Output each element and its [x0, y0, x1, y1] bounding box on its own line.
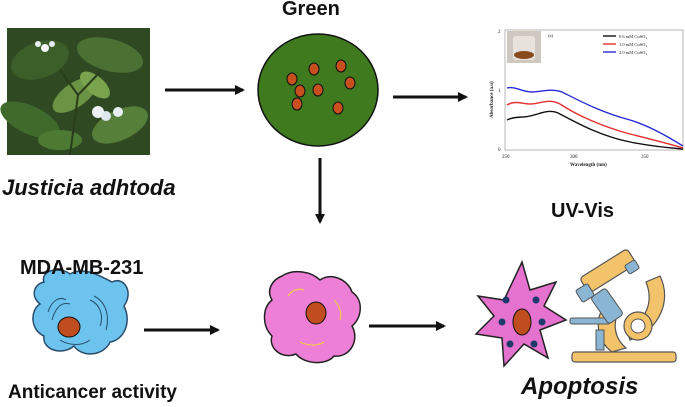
y-axis-label: Absorbance (a.u): [490, 81, 495, 118]
plant-photo: [0, 28, 150, 156]
y-tick-1: 1: [498, 89, 501, 94]
cell-line-label: MDA-MB-231: [20, 257, 144, 279]
x-tick-250: 250: [502, 155, 510, 160]
legend-item-0: 0.6 mM CuSO₄: [619, 34, 647, 39]
green-label: Green: [282, 0, 340, 20]
treated-cell: [263, 270, 361, 364]
y-tick-0: 0: [498, 148, 501, 153]
uvvis-chart: 0.6 mM CuSO₄ 1.0 mM CuSO₄ 2.0 mM CuSO₄ (…: [490, 29, 684, 168]
apoptotic-cell: [474, 259, 568, 368]
green-synthesis-circle: [257, 33, 379, 147]
panel-label: (a): [548, 33, 553, 38]
x-tick-350: 350: [641, 155, 649, 160]
series-2.0mm-line: [506, 86, 684, 147]
legend-item-2: 2.0 mM CuSO₄: [619, 50, 647, 55]
y-tick-2: 2: [498, 30, 501, 35]
series-0.6mm-line: [506, 110, 684, 150]
legend-item-1: 1.0 mM CuSO₄: [619, 42, 647, 47]
series-1.0mm-line: [506, 100, 684, 149]
apoptosis-label: Apoptosis: [521, 373, 639, 400]
uvvis-label: UV-Vis: [551, 200, 614, 222]
plant-name-label: Justicia adhtoda: [2, 175, 176, 200]
x-tick-300: 300: [570, 155, 578, 160]
x-axis-label: Wavelength (nm): [570, 163, 607, 168]
cancer-cell: [32, 269, 129, 355]
anticancer-label: Anticancer activity: [8, 382, 177, 403]
uvvis-legend: 0.6 mM CuSO₄ 1.0 mM CuSO₄ 2.0 mM CuSO₄: [603, 34, 647, 55]
microscope-icon: [569, 249, 677, 363]
